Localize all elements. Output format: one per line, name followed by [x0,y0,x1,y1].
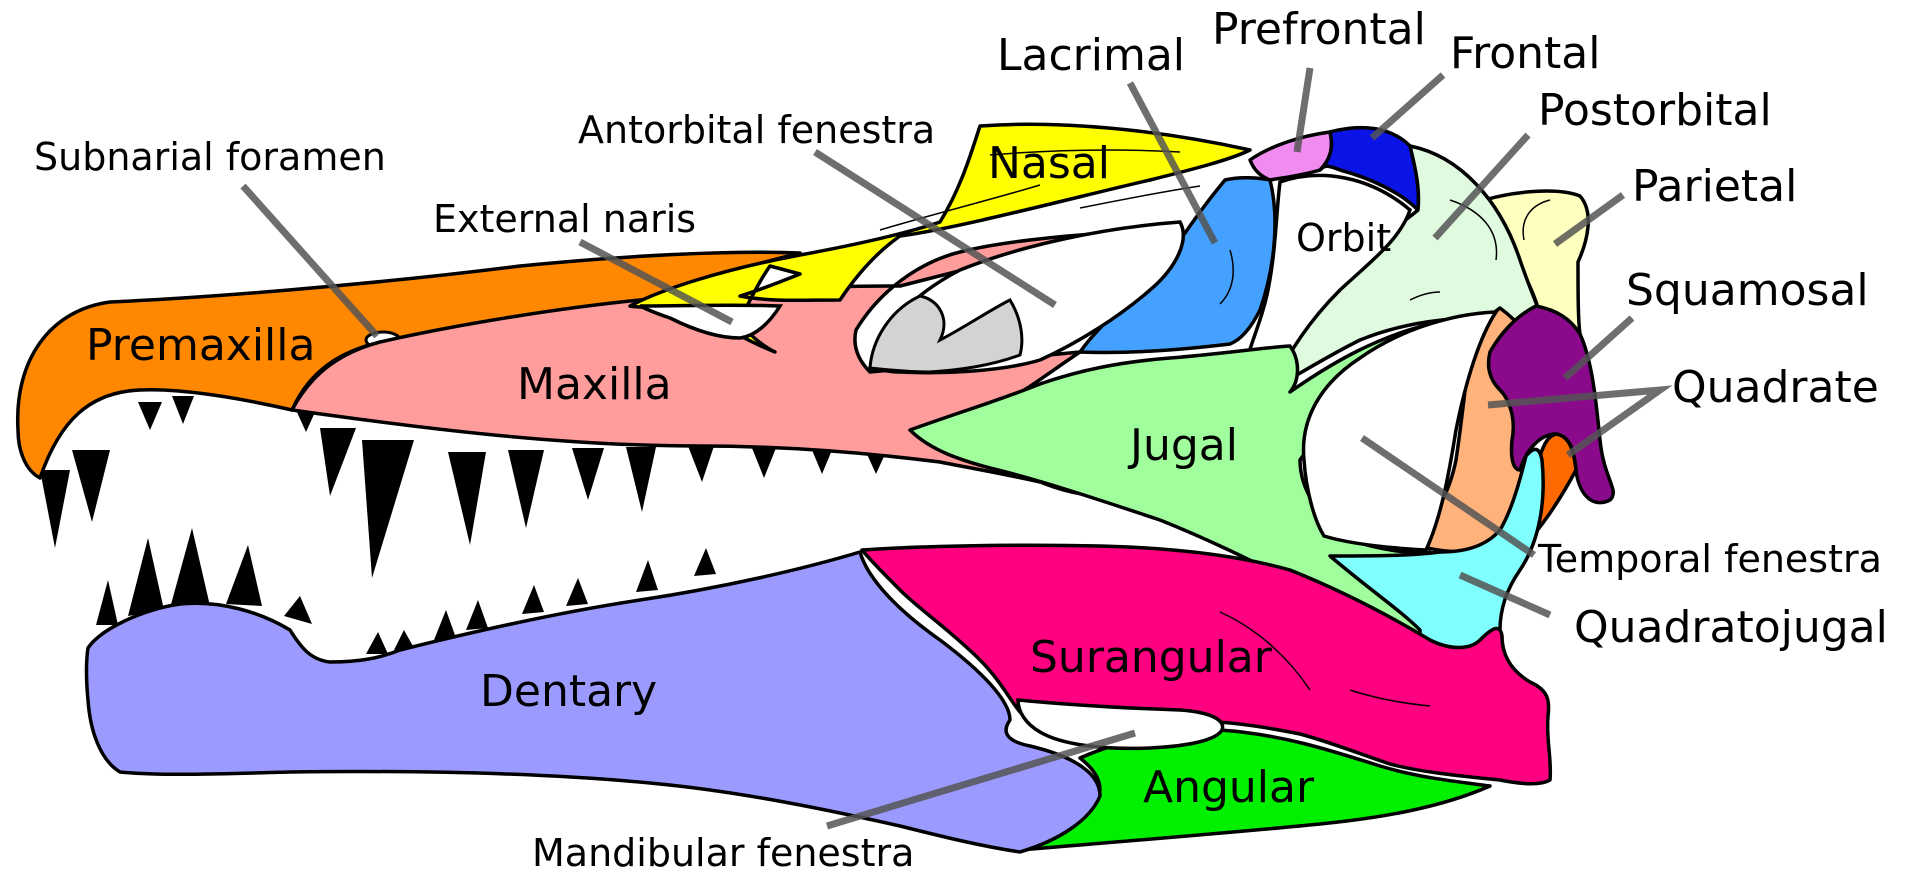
lower-tooth [170,528,210,608]
upper-tooth [320,428,356,496]
antorbital-fenestra-inner [868,294,1024,374]
upper-tooth [40,470,70,548]
label-surangular: Surangular [1030,632,1273,683]
label-quadratojugal: Quadratojugal [1574,602,1888,653]
nasal-suture [989,149,1181,156]
nasal-bone [628,122,1252,354]
leader-postorbital [1432,132,1531,241]
upper-tooth [362,440,414,578]
leader-subnarial-foramen [240,183,380,339]
dentary-bone [84,550,1102,854]
leader-frontal [1369,72,1446,141]
label-dentary: Dentary [480,666,657,717]
leader-mandibular-fenestra [825,729,1137,830]
label-mandibular-fenestra: Mandibular fenestra [532,831,914,875]
label-maxilla: Maxilla [517,359,672,410]
leader-lines [240,67,1673,830]
lower-tooth [284,596,312,624]
leader-squamosal [1562,315,1635,381]
temporal-fenestra [1301,310,1500,552]
nasal-suture [879,184,1041,231]
leader-parietal [1552,192,1626,247]
external-naris [639,303,784,340]
upper-tooth [752,448,776,478]
label-prefrontal: Prefrontal [1212,4,1426,55]
upper-tooth [508,450,544,528]
postorbital-suture [1409,291,1441,301]
lower-tooth [394,630,414,650]
surangular-suture [1219,611,1311,691]
lower-tooth [366,632,388,654]
labels: Premaxilla Maxilla Nasal Jugal Orbit Den… [34,4,1888,875]
label-nasal: Nasal [988,138,1110,189]
surangular-suture [1349,689,1431,707]
upper-tooth [572,448,604,500]
upper-tooth [296,410,316,432]
lacrimal-suture [1219,249,1234,305]
upper-tooth [72,450,110,522]
label-lacrimal: Lacrimal [997,30,1185,81]
prefrontal-bone [1248,130,1334,182]
label-subnarial-foramen: Subnarial foramen [34,135,386,179]
parietal-suture [1522,199,1551,241]
label-orbit: Orbit [1296,216,1391,260]
upper-tooth [138,402,162,430]
lower-tooth [694,548,716,576]
lower-tooth [636,560,658,592]
upper-tooth [448,452,486,545]
label-antorbital-fenestra: Antorbital fenestra [578,108,935,152]
upper-teeth [40,396,886,578]
leader-quadrate [1487,385,1673,458]
label-jugal: Jugal [1127,420,1238,471]
cranium [15,122,1615,854]
label-frontal: Frontal [1450,28,1600,79]
label-premaxilla: Premaxilla [86,320,315,371]
leader-external-naris [578,238,734,326]
label-temporal-fenestra: Temporal fenestra [1537,537,1882,581]
upper-tooth [688,446,714,482]
upper-tooth [866,452,886,474]
lower-tooth [566,578,588,606]
label-external-naris: External naris [433,197,696,241]
label-squamosal: Squamosal [1626,265,1869,316]
lower-teeth [96,528,716,654]
lower-tooth [226,545,262,606]
lower-tooth [128,538,164,616]
lower-tooth [434,610,456,640]
label-parietal: Parietal [1632,161,1797,212]
leader-lacrimal [1126,81,1219,245]
label-angular: Angular [1143,762,1315,813]
postorbital-suture [1449,199,1498,261]
leader-prefrontal [1293,67,1314,153]
leader-quadratojugal [1458,571,1552,619]
frontal-bone [1318,125,1421,212]
upper-tooth [626,447,656,512]
lower-tooth [522,585,544,614]
label-postorbital: Postorbital [1538,85,1772,136]
label-quadrate: Quadrate [1672,362,1879,413]
upper-tooth [172,396,194,424]
lower-tooth [466,600,488,630]
leader-antorbital-fenestra [813,149,1057,308]
lower-tooth [96,580,118,625]
mandibular-fenestra [1016,698,1225,751]
upper-tooth [812,450,832,474]
leader-temporal-fenestra [1360,435,1536,558]
